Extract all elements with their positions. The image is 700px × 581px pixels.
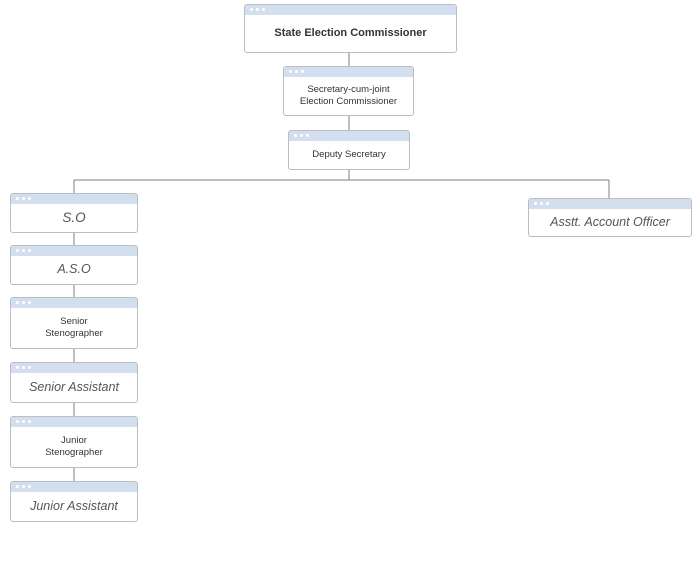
node-label: S.O [62,209,86,225]
node-junior-stenographer: Junior Stenographer [10,416,138,468]
node-label: Junior Stenographer [45,435,103,458]
node-so: S.O [10,193,138,233]
window-dots-icon [16,485,34,489]
node-asstt-account-officer: Asstt. Account Officer [528,198,692,237]
node-label: Secretary-cum-joint Election Commissione… [299,84,398,107]
node-header-bar [289,131,409,141]
node-header-bar [11,246,137,256]
window-dots-icon [16,420,34,424]
node-header-bar [11,482,137,492]
node-header-bar [529,199,691,209]
node-header-bar [245,5,456,15]
window-dots-icon [294,134,312,138]
node-header-bar [11,194,137,204]
window-dots-icon [289,70,307,74]
node-label: State Election Commissioner [274,26,427,39]
node-state-election-commissioner: State Election Commissioner [244,4,457,53]
node-senior-assistant: Senior Assistant [10,362,138,403]
node-label: Asstt. Account Officer [550,214,670,229]
node-deputy-secretary: Deputy Secretary [288,130,410,170]
window-dots-icon [250,8,268,12]
node-label: Deputy Secretary [312,149,386,161]
node-header-bar [11,298,137,308]
node-header-bar [11,363,137,373]
window-dots-icon [16,301,34,305]
window-dots-icon [16,249,34,253]
window-dots-icon [16,366,34,370]
window-dots-icon [16,197,34,201]
node-senior-stenographer: Senior Stenographer [10,297,138,349]
node-header-bar [284,67,413,77]
node-label: Senior Stenographer [45,316,103,339]
node-secretary-cum-joint-election-commissioner: Secretary-cum-joint Election Commissione… [283,66,414,116]
node-junior-assistant: Junior Assistant [10,481,138,522]
window-dots-icon [534,202,552,206]
node-label: Senior Assistant [29,379,119,394]
node-label: Junior Assistant [30,498,118,513]
node-aso: A.S.O [10,245,138,285]
node-label: A.S.O [57,262,91,277]
node-header-bar [11,417,137,427]
